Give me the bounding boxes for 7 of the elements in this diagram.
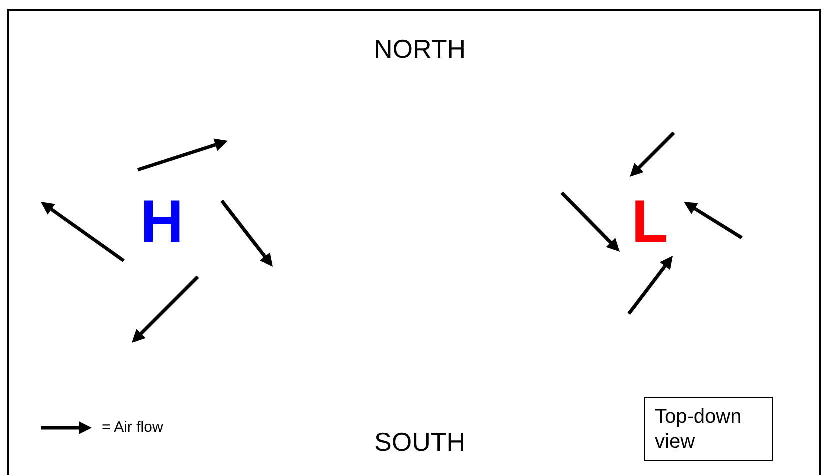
high-pressure-label: H bbox=[140, 192, 184, 252]
legend-text: = Air flow bbox=[102, 420, 164, 435]
low-pressure-label: L bbox=[632, 192, 668, 252]
compass-label: NORTH bbox=[374, 36, 466, 62]
compass-label: SOUTH bbox=[374, 429, 466, 455]
note-box bbox=[644, 397, 773, 461]
note-text: Top-down view bbox=[655, 405, 743, 455]
